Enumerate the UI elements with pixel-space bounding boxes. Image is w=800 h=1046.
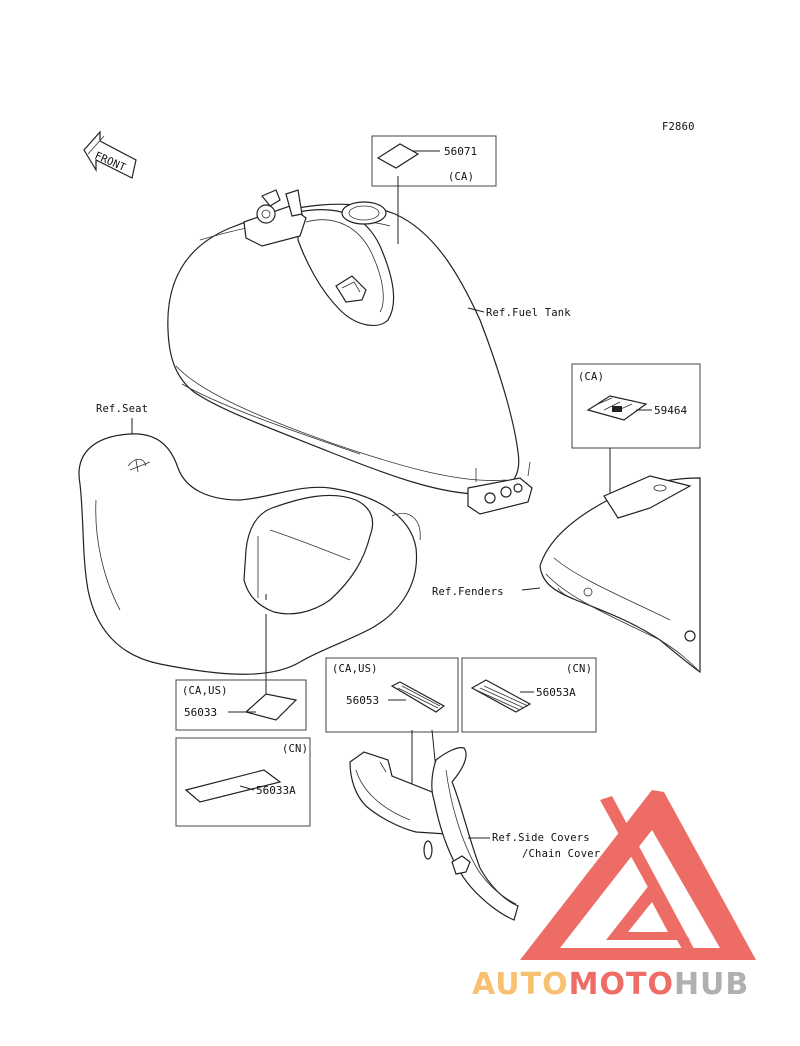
side-cover-illustration [349,747,519,921]
region-56033A: (CN) [282,743,308,755]
figure-code: F2860 [662,121,695,133]
fender-illustration [539,475,701,674]
region-56071: (CA) [448,171,474,183]
decal-56033-icon [244,693,298,721]
watermark-text-auto: AUTOMOTOHUB [472,967,749,1002]
automotohub-watermark: AUTOMOTOHUB [472,790,756,1002]
decal-59464-icon [586,395,648,421]
seat-illustration [78,433,421,675]
fuel-tank-illustration [167,189,533,515]
ref-seat: Ref.Seat [96,403,148,415]
label-box-56053A [461,657,597,733]
ref-fenders: Ref.Fenders [432,586,504,598]
decal-56053-icon [390,681,446,713]
part-number-56053A: 56053A [536,686,576,699]
part-number-56071: 56071 [444,145,477,158]
watermark-moto: MOTO [569,967,674,1002]
decal-56071-icon [376,143,420,169]
ref-side-covers-line1: Ref.Side Covers [492,832,590,844]
region-59464: (CA) [578,371,604,383]
ref-side-covers-line2: /Chain Cover [522,848,600,860]
decal-56033A-icon [184,769,282,803]
region-56053: (CA,US) [332,663,378,675]
ref-fuel-tank: Ref.Fuel Tank [486,307,571,319]
label-box-56033 [175,679,307,731]
label-box-56071 [371,135,497,187]
part-number-56053: 56053 [346,694,379,707]
label-box-56033A [175,737,311,827]
part-number-56033: 56033 [184,706,217,719]
region-56033: (CA,US) [182,685,228,697]
part-number-56033A: 56033A [256,784,296,797]
watermark-hub: HUB [674,967,749,1002]
label-box-59464 [571,363,701,449]
region-56053A: (CN) [566,663,592,675]
decal-56053A-icon [470,679,532,713]
front-arrow-icon: FRONT [83,130,137,179]
label-box-56053 [325,657,459,733]
watermark-auto: AUTO [472,967,569,1002]
part-number-59464: 59464 [654,404,687,417]
